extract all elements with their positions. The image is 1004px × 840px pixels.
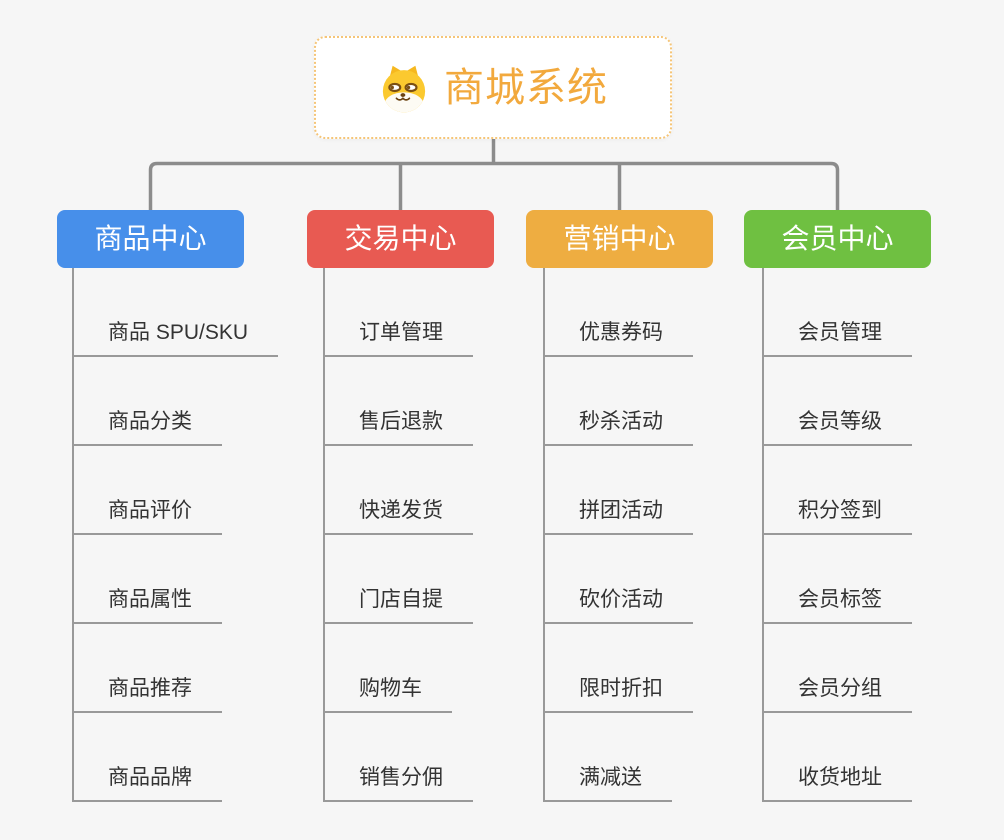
branch-children-marketing-center: 优惠券码 秒杀活动 拼团活动 砍价活动 限时折扣 满减送 (543, 268, 693, 802)
leaf-topic[interactable]: 订单管理 (325, 320, 473, 357)
leaf-topic[interactable]: 会员等级 (764, 409, 912, 446)
branch-node-product-center[interactable]: 商品中心 (57, 210, 244, 268)
leaf-topic[interactable]: 拼团活动 (545, 498, 693, 535)
leaf-topic[interactable]: 会员分组 (764, 676, 912, 713)
leaf-topic[interactable]: 会员管理 (764, 320, 912, 357)
leaf-topic[interactable]: 商品品牌 (74, 765, 222, 802)
branch-bus-line (148, 161, 840, 210)
dog-mouth (395, 96, 411, 101)
leaf-topic[interactable]: 商品 SPU/SKU (74, 320, 279, 357)
leaf-topic[interactable]: 商品分类 (74, 409, 222, 446)
connector-group (148, 139, 840, 210)
leaf-topic[interactable]: 限时折扣 (545, 676, 693, 713)
leaf-topic[interactable]: 积分签到 (764, 498, 912, 535)
leaf-topic[interactable]: 秒杀活动 (545, 409, 693, 446)
leaf-topic[interactable]: 门店自提 (325, 587, 473, 624)
leaf-topic[interactable]: 收货地址 (764, 765, 912, 802)
leaf-topic[interactable]: 售后退款 (325, 409, 473, 446)
root-title: 商城系统 (444, 65, 608, 110)
leaf-topic[interactable]: 商品评价 (74, 498, 222, 535)
branch-node-trade-center[interactable]: 交易中心 (307, 210, 494, 268)
shiba-dog-icon (382, 65, 426, 112)
branch-children-product-center: 商品 SPU/SKU 商品分类 商品评价 商品属性 商品推荐 商品品牌 (72, 268, 279, 802)
leaf-topic[interactable]: 会员标签 (764, 587, 912, 624)
branch-children-trade-center: 订单管理 售后退款 快递发货 门店自提 购物车 销售分佣 (323, 268, 473, 802)
leaf-topic[interactable]: 优惠券码 (545, 320, 693, 357)
branch-node-marketing-center[interactable]: 营销中心 (526, 210, 713, 268)
root-node[interactable]: 商城系统 (314, 36, 672, 139)
leaf-topic[interactable]: 购物车 (325, 676, 452, 713)
leaf-topic[interactable]: 快递发货 (325, 498, 473, 535)
branch-children-member-center: 会员管理 会员等级 积分签到 会员标签 会员分组 收货地址 (762, 268, 912, 802)
leaf-topic[interactable]: 砍价活动 (545, 587, 693, 624)
leaf-topic[interactable]: 销售分佣 (325, 765, 473, 802)
dog-right-eye (404, 82, 418, 92)
leaf-topic[interactable]: 满减送 (545, 765, 672, 802)
leaf-topic[interactable]: 商品推荐 (74, 676, 222, 713)
dog-nose (400, 92, 406, 97)
branch-node-member-center[interactable]: 会员中心 (744, 210, 931, 268)
dog-left-eye (388, 82, 402, 92)
leaf-topic[interactable]: 商品属性 (74, 587, 222, 624)
